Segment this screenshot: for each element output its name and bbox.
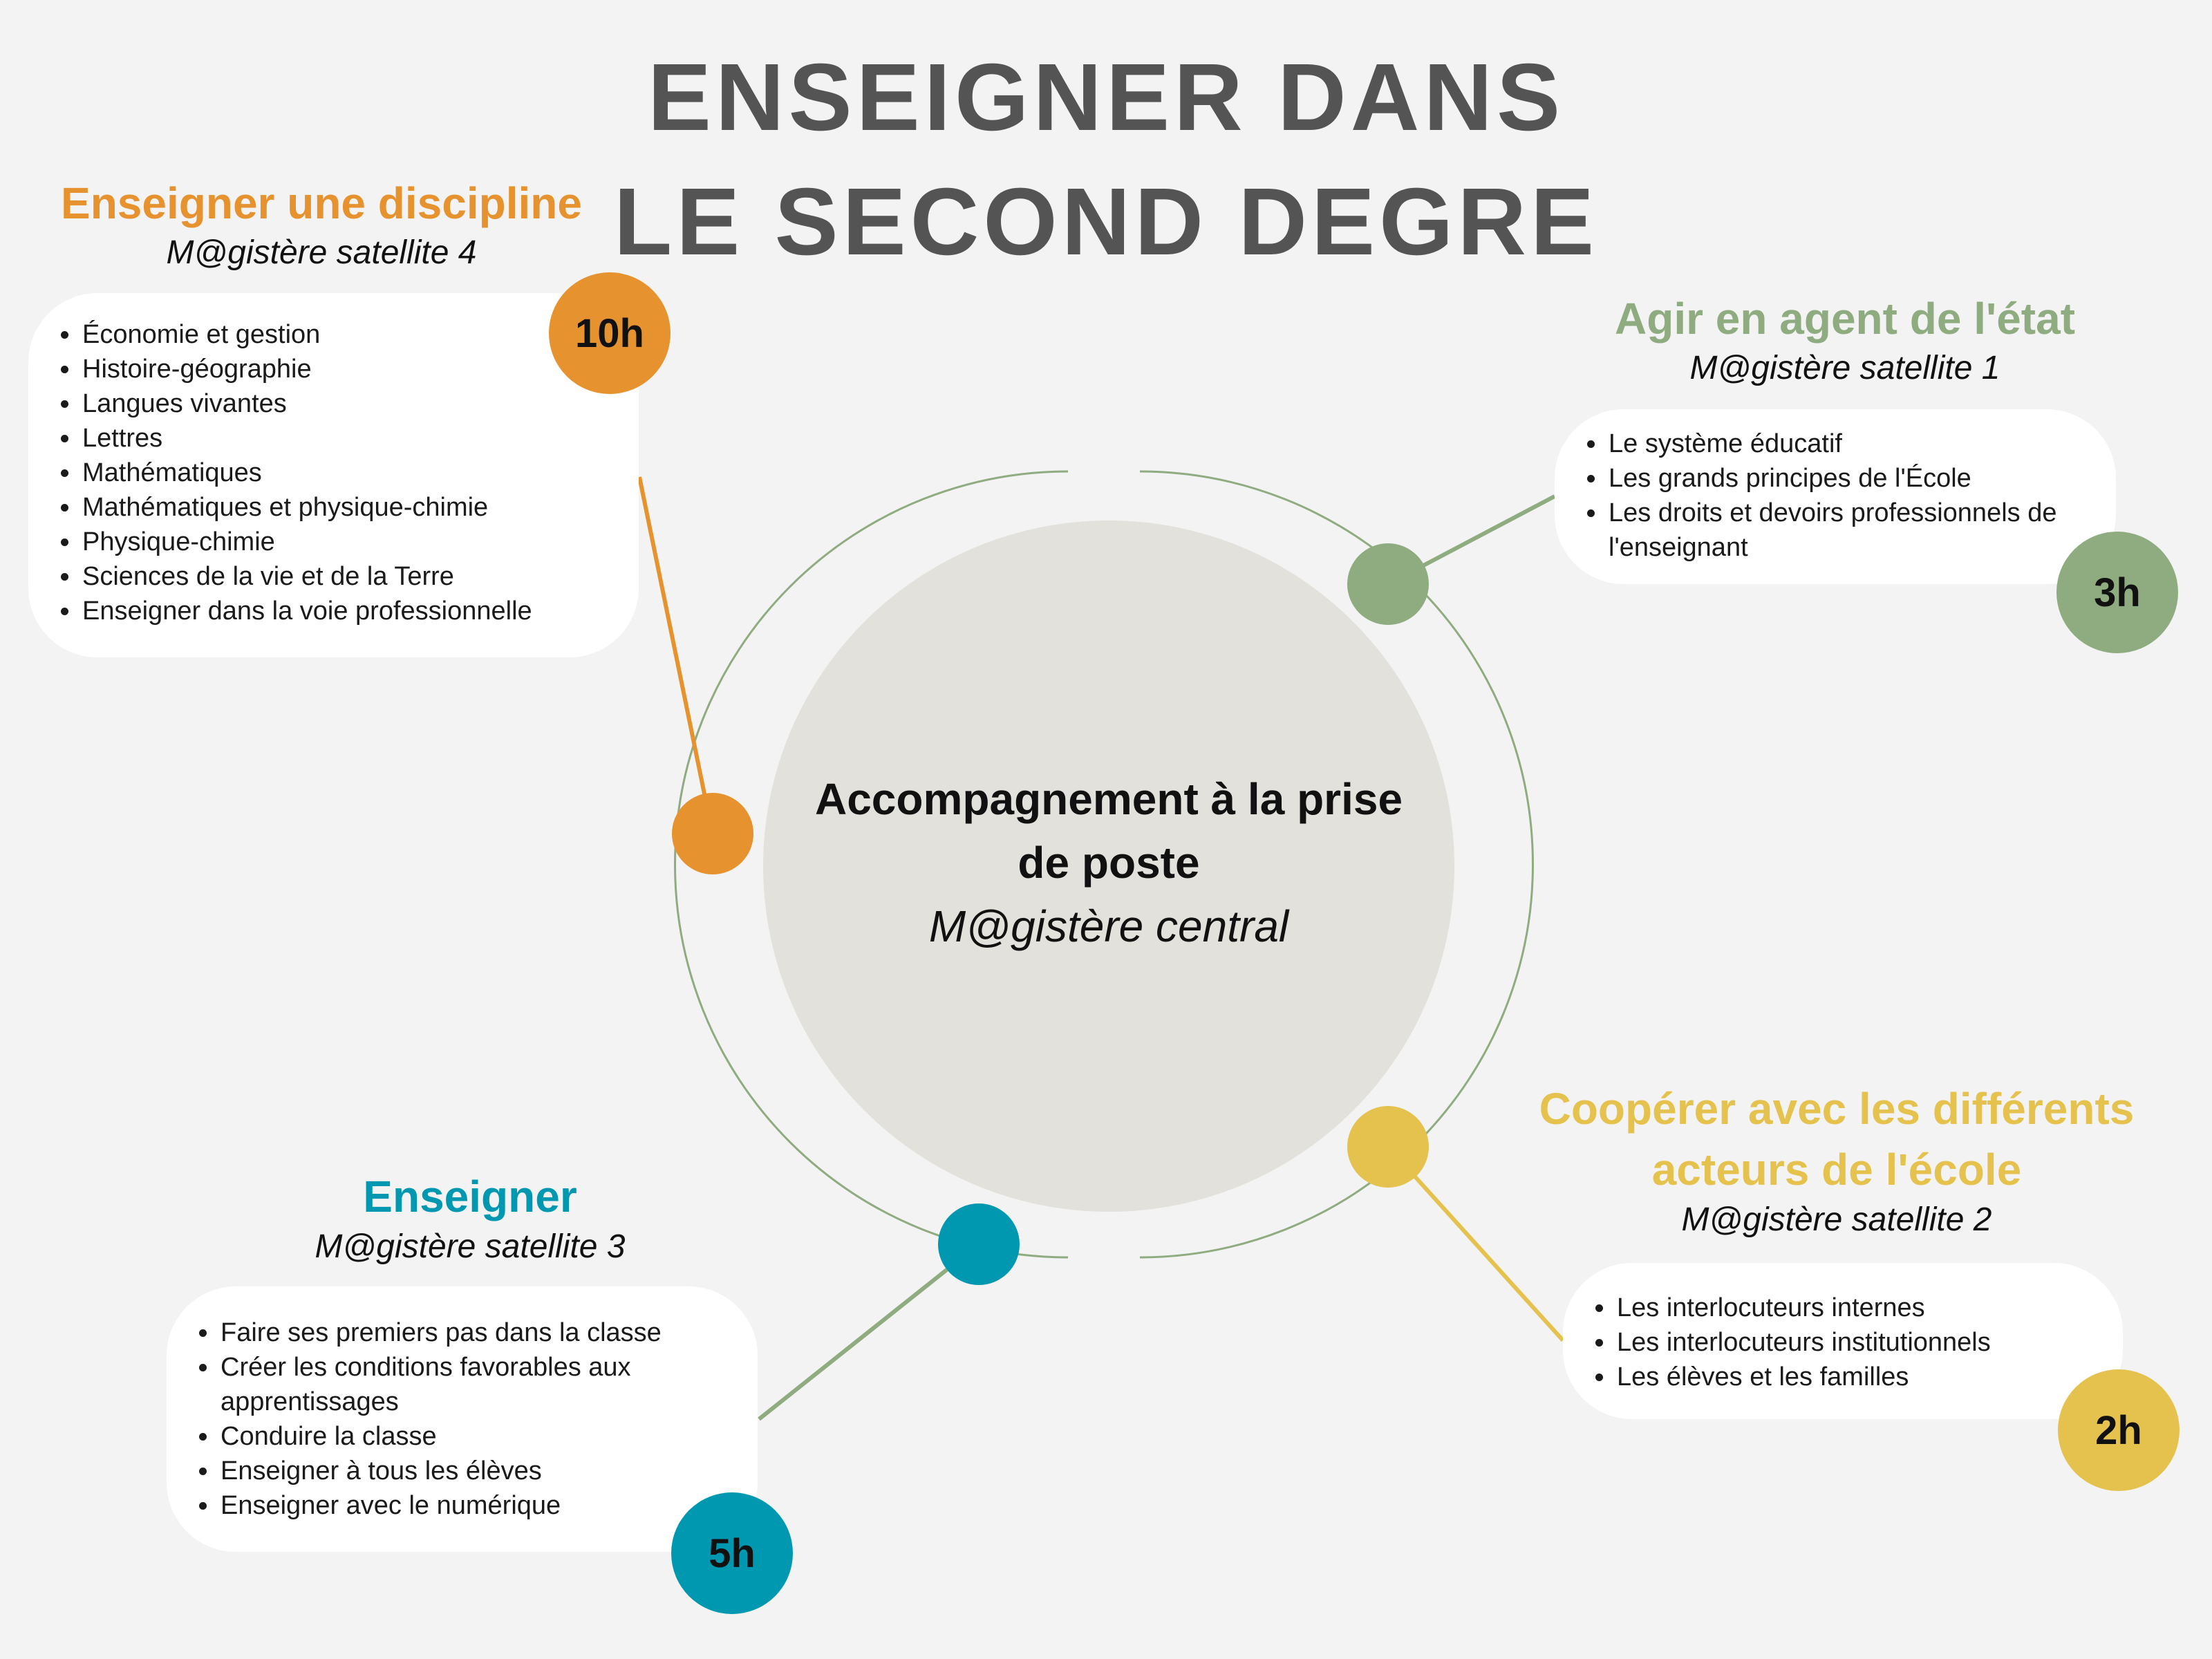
central-disc <box>763 521 1454 1212</box>
central-title: Accompagnement à la prise de poste <box>814 774 1403 888</box>
list-item: Le système éducatif <box>1607 427 2105 461</box>
page-title-line1: ENSEIGNER DANS <box>647 44 1565 151</box>
agent-duration-badge: 3h <box>2056 532 2178 653</box>
discipline-list: Économie et gestion Histoire-géographie … <box>28 293 639 628</box>
list-item: Sciences de la vie et de la Terre <box>81 559 639 594</box>
discipline-heading: Enseigner une discipline <box>61 178 582 228</box>
list-item: Enseigner avec le numérique <box>219 1488 731 1523</box>
discipline-subtitle: M@gistère satellite 4 <box>166 234 477 271</box>
node-agent <box>1347 543 1429 625</box>
node-cooperer <box>1347 1106 1429 1188</box>
list-item: Physique-chimie <box>81 525 639 559</box>
list-item: Enseigner à tous les élèves <box>219 1454 731 1488</box>
list-item: Enseigner dans la voie professionnelle <box>81 594 639 628</box>
enseigner-duration-badge: 5h <box>671 1492 793 1614</box>
list-item: Langues vivantes <box>81 386 639 421</box>
list-item: Économie et gestion <box>81 317 639 352</box>
page-title-line2: LE SECOND DEGRE <box>613 169 1599 275</box>
cooperer-card: Les interlocuteurs internes Les interloc… <box>1563 1263 2123 1419</box>
agent-card: Le système éducatif Les grands principes… <box>1555 409 2116 584</box>
enseigner-heading: Enseigner <box>363 1172 577 1221</box>
outer-ring-left <box>674 470 1069 1259</box>
cooperer-subtitle: M@gistère satellite 2 <box>1681 1201 1992 1238</box>
enseigner-card: Faire ses premiers pas dans la classe Cr… <box>167 1286 758 1552</box>
list-item: Les interlocuteurs internes <box>1615 1291 2123 1325</box>
discipline-card: Économie et gestion Histoire-géographie … <box>28 293 639 657</box>
outer-ring-right <box>1139 470 1534 1259</box>
list-item: Conduire la classe <box>219 1419 731 1454</box>
list-item: Les grands principes de l'École <box>1607 461 2105 496</box>
central-module: Accompagnement à la prise de poste M@gis… <box>798 767 1420 958</box>
list-item: Les interlocuteurs institutionnels <box>1615 1325 2123 1360</box>
agent-heading: Agir en agent de l'état <box>1615 294 2075 344</box>
discipline-duration-badge: 10h <box>549 272 671 394</box>
enseigner-list: Faire ses premiers pas dans la classe Cr… <box>167 1286 731 1523</box>
enseigner-subtitle: M@gistère satellite 3 <box>315 1228 626 1265</box>
list-item: Faire ses premiers pas dans la classe <box>219 1315 731 1350</box>
connector-discipline <box>637 476 709 805</box>
list-item: Les élèves et les familles <box>1615 1360 2123 1394</box>
node-discipline <box>672 793 753 874</box>
node-enseigner <box>938 1203 1020 1285</box>
cooperer-heading-line2: acteurs de l'école <box>1651 1145 2022 1194</box>
connector-enseigner <box>758 1242 980 1421</box>
cooperer-list: Les interlocuteurs internes Les interloc… <box>1563 1263 2123 1394</box>
cooperer-duration-badge: 2h <box>2058 1369 2180 1491</box>
cooperer-heading-line1: Coopérer avec les différents <box>1539 1084 2135 1134</box>
agent-list: Le système éducatif Les grands principes… <box>1555 409 2105 565</box>
list-item: Histoire-géographie <box>81 352 639 386</box>
agent-subtitle: M@gistère satellite 1 <box>1689 350 2000 386</box>
list-item: Mathématiques et physique-chimie <box>81 490 639 525</box>
list-item: Lettres <box>81 421 639 456</box>
list-item: Créer les conditions favorables aux appr… <box>219 1350 731 1419</box>
list-item: Mathématiques <box>81 456 639 490</box>
central-subtitle: M@gistère central <box>928 901 1289 951</box>
list-item: Les droits et devoirs professionnels de … <box>1607 496 2105 565</box>
connector-cooperer <box>1386 1145 1565 1342</box>
